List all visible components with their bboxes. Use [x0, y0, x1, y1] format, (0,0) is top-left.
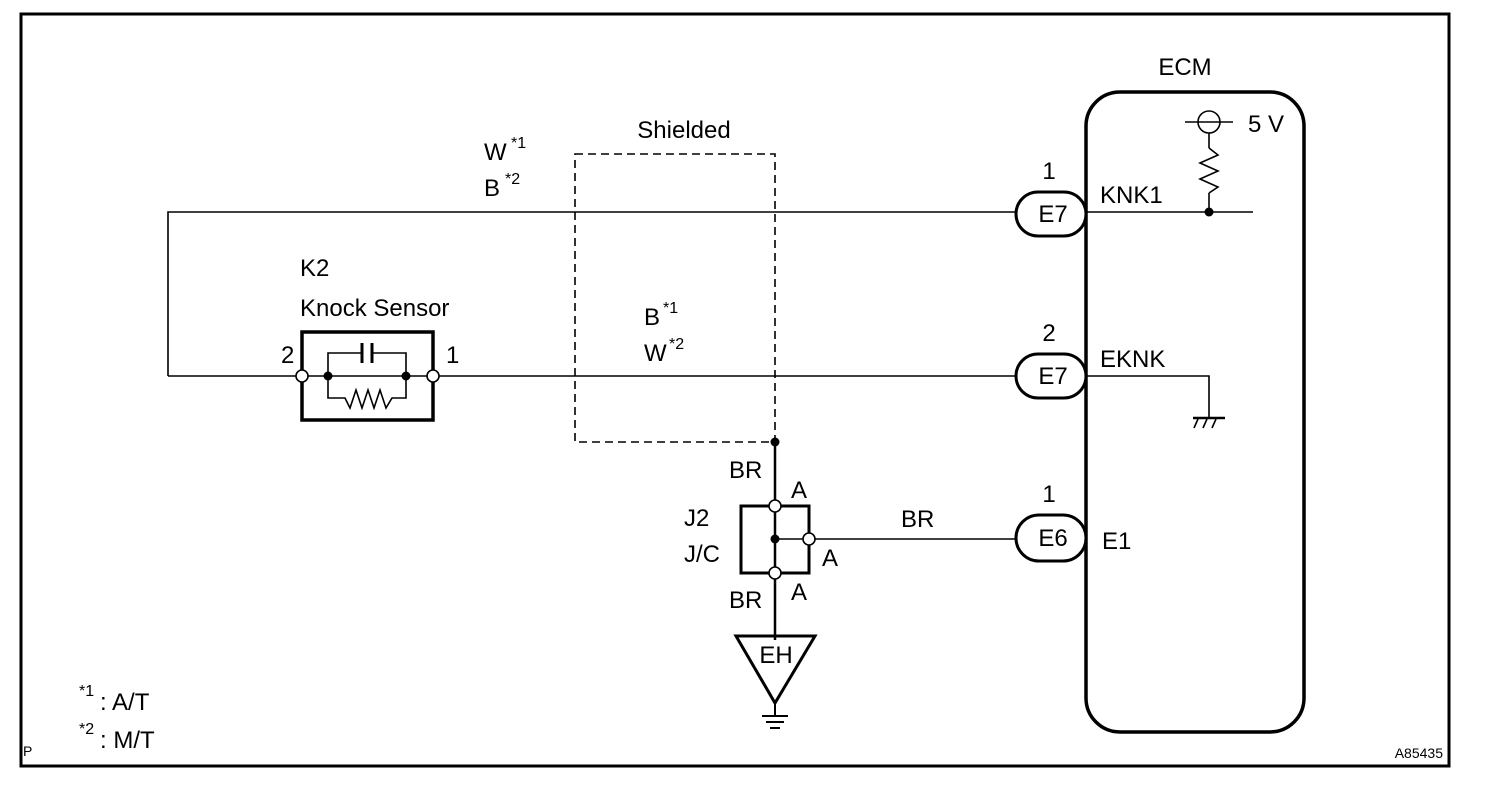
sensor-name: Knock Sensor: [300, 295, 449, 322]
wire-br-bottom-label: BR: [729, 587, 762, 614]
junction-pin-top: A: [791, 477, 807, 504]
sensor-pin-left: 2: [281, 342, 294, 369]
wire-top-note-at: *1: [511, 135, 526, 152]
wire-mid-note-at: *1: [663, 300, 678, 317]
connector-pin: 2: [1042, 320, 1055, 347]
junction-connector-icon: [739, 499, 816, 580]
connector-code: E7: [1038, 363, 1067, 390]
knock-sensor-icon: [295, 330, 440, 422]
connector-pin: 1: [1042, 481, 1055, 508]
terminal-e1: E1: [1102, 528, 1131, 555]
wire-br-e6-label: BR: [901, 506, 934, 533]
junction-type: J/C: [684, 541, 720, 568]
figure-id: A85435: [1395, 745, 1443, 761]
corner-mark: P: [23, 743, 32, 759]
sensor-pin-right: 1: [446, 342, 459, 369]
wire-mid-color-at: B: [644, 304, 660, 331]
sensor-id: K2: [300, 255, 329, 282]
junction-pin-bottom: A: [791, 579, 807, 606]
junction-id: J2: [684, 505, 709, 532]
junction-pin-right: A: [822, 545, 838, 572]
wire-eknk-internal: [1086, 375, 1210, 418]
chassis-ground-icon: [1193, 416, 1225, 429]
shield-label: Shielded: [637, 117, 730, 144]
supply-voltage-label: 5 V: [1248, 111, 1284, 138]
terminal-knk1: KNK1: [1100, 182, 1163, 209]
wire-top-note-mt: *2: [505, 171, 520, 188]
terminal-eknk: EKNK: [1100, 346, 1165, 373]
connector-e7-pin2: E7 2: [1014, 320, 1088, 400]
ecm-title: ECM: [1158, 54, 1211, 81]
wire-top-color-mt: B: [484, 175, 500, 202]
legend-mark-1: *1: [79, 683, 94, 700]
legend-mark-2: *2: [79, 721, 94, 738]
connector-code: E7: [1038, 201, 1067, 228]
supply-5v-icon: [1185, 110, 1233, 217]
wire-top: [167, 211, 1018, 376]
frame-border: [19, 12, 1451, 768]
ecm-box: [1084, 90, 1306, 734]
legend-text-2: : M/T: [100, 727, 155, 754]
wire-top-color-at: W: [484, 139, 507, 166]
connector-e6-pin1: E6 1: [1014, 481, 1088, 563]
shield-outline: [574, 153, 776, 443]
connector-e7-pin1: E7 1: [1014, 158, 1088, 238]
legend-text-1: : A/T: [100, 689, 150, 716]
wire-mid-note-mt: *2: [669, 336, 684, 353]
ground-point-icon: [733, 634, 818, 729]
ground-label: EH: [759, 642, 792, 669]
wire-mid-color-mt: W: [644, 340, 667, 367]
connector-pin: 1: [1042, 158, 1055, 185]
wire-br-top-label: BR: [729, 457, 762, 484]
connector-code: E6: [1038, 525, 1067, 552]
